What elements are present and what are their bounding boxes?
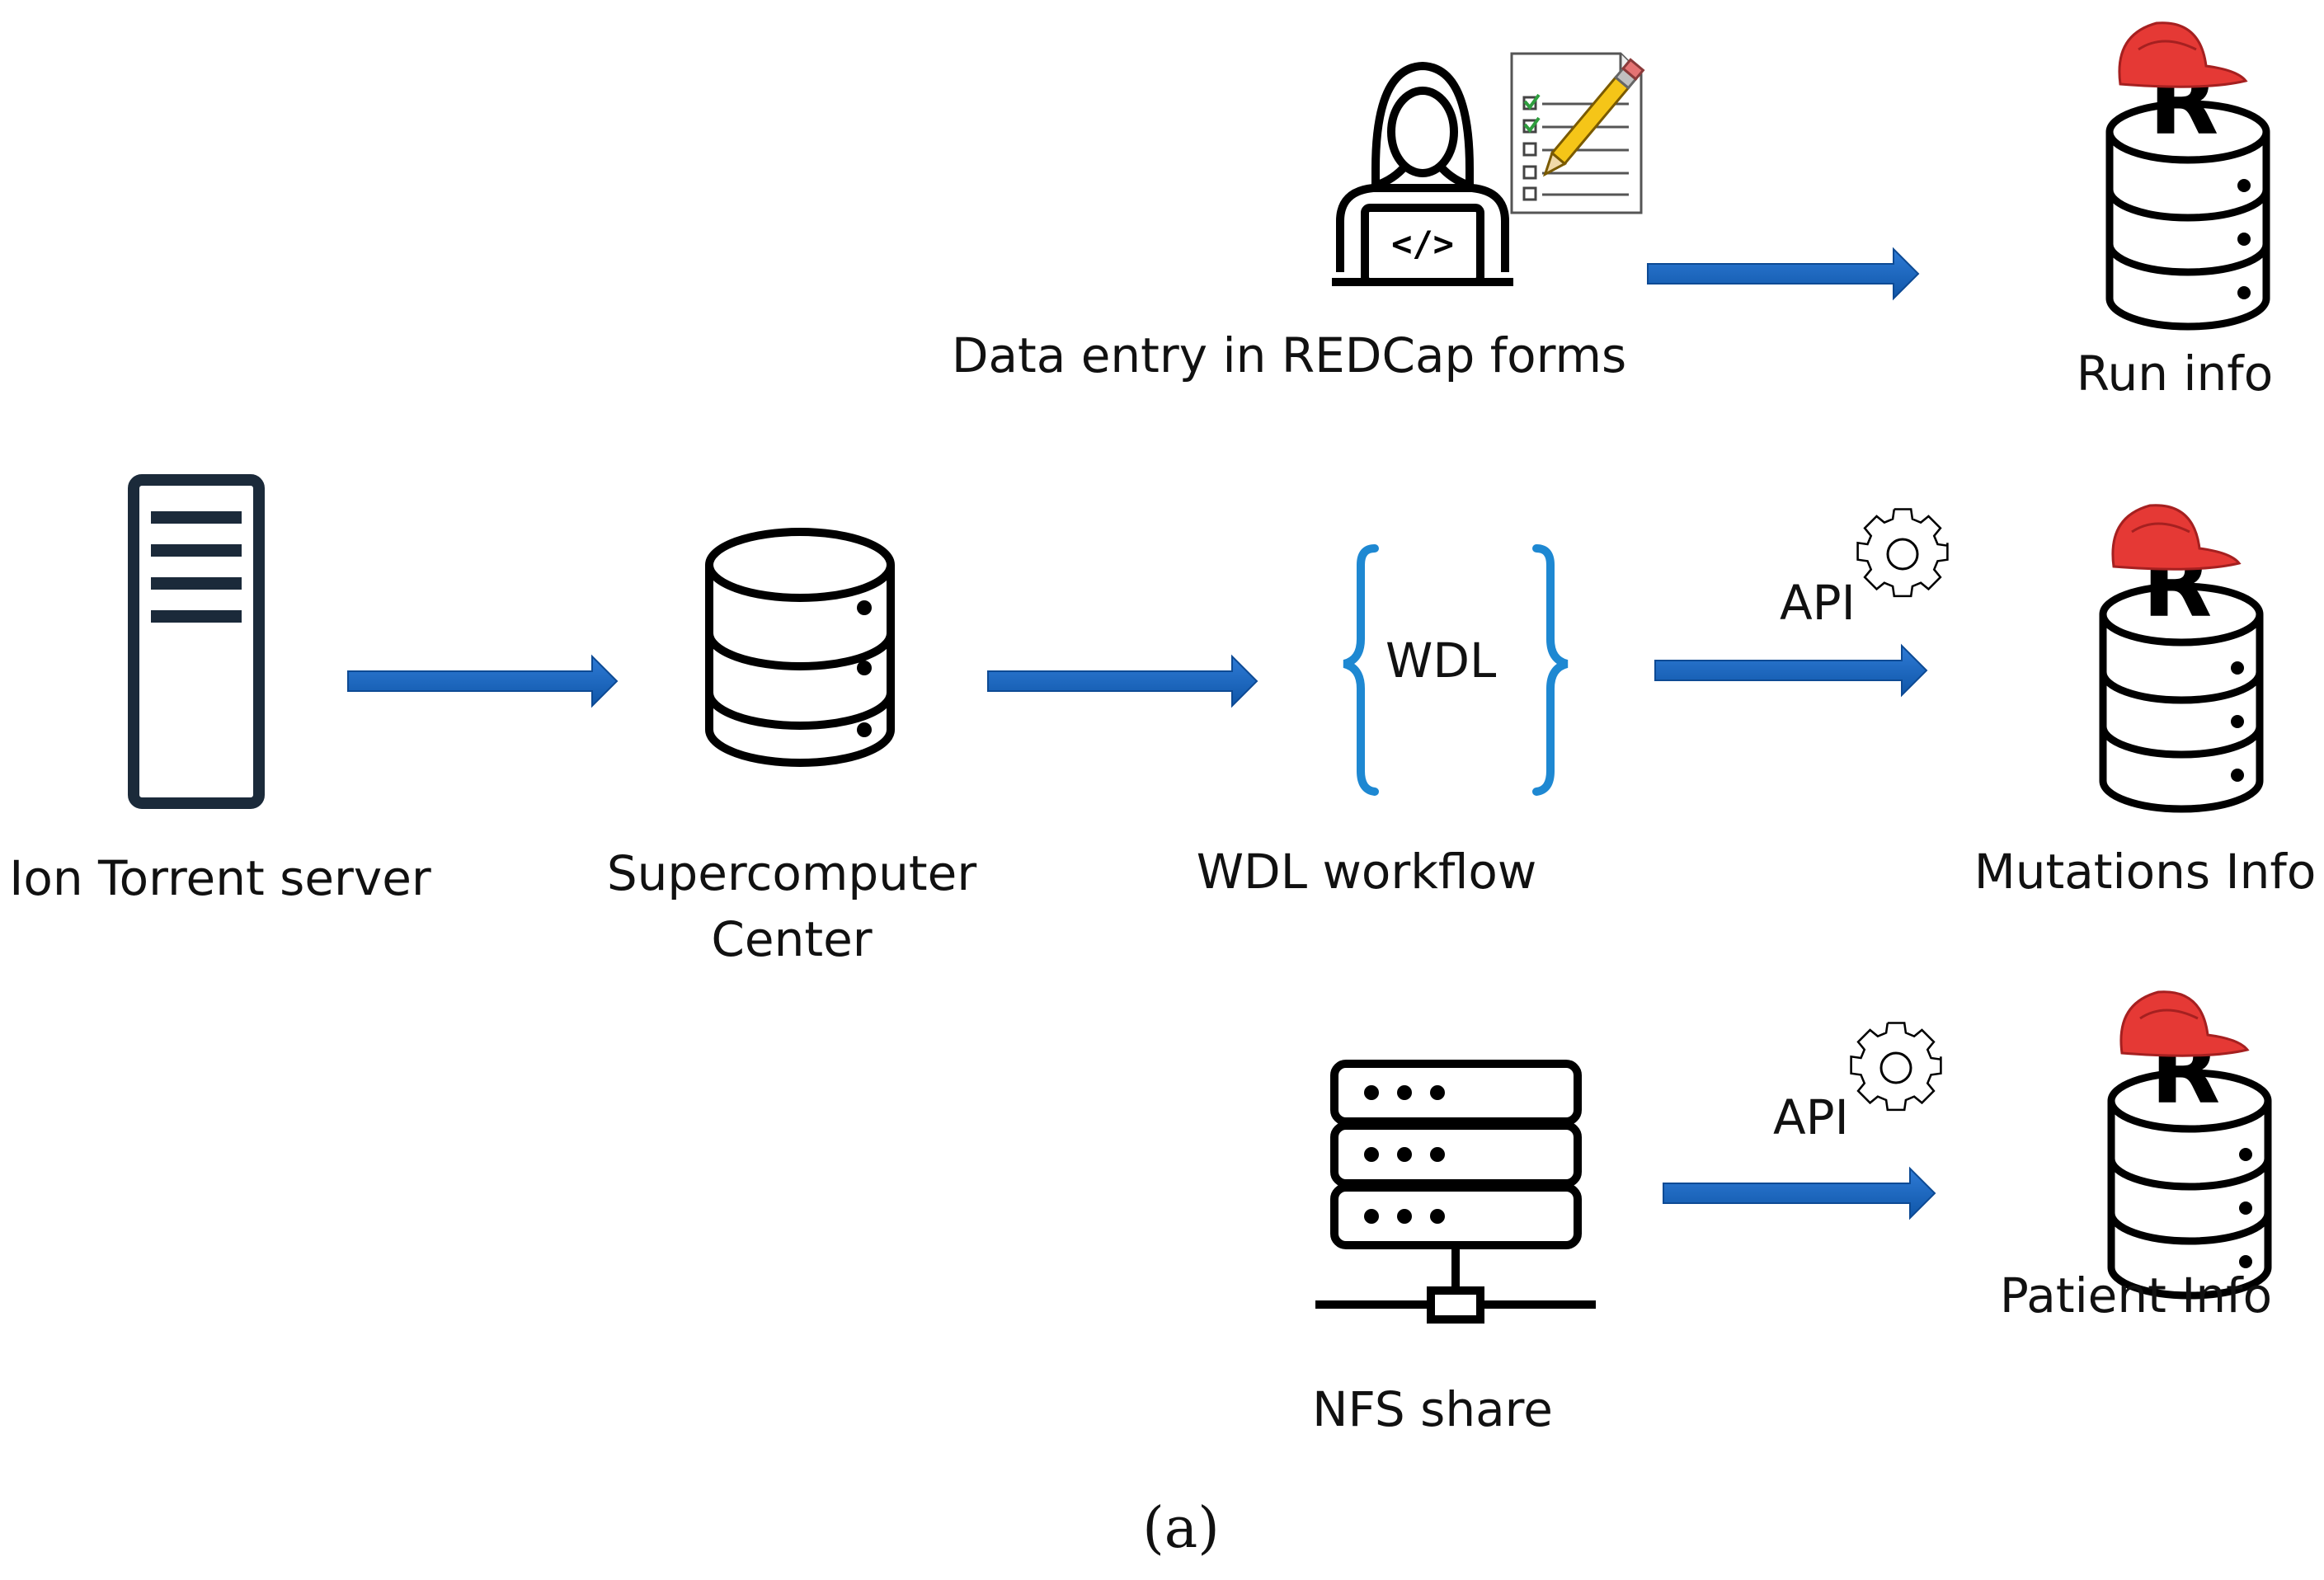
ion-torrent-server-icon (128, 474, 265, 809)
arrow-super-to-wdl (987, 654, 1258, 708)
patient-info-database-icon: R (2107, 990, 2272, 1300)
supercomputer-database-icon (705, 528, 895, 767)
supercomputer-label-line1: Supercomputer (606, 845, 977, 901)
gear-icon (1850, 1022, 1942, 1112)
arrow-nfs-to-patient (1663, 1166, 1936, 1220)
arrow-redcap-to-runinfo (1647, 247, 1920, 301)
run-info-label: Run info (2076, 346, 2274, 402)
mutations-info-database-icon: R (2099, 504, 2264, 813)
arrow-wdl-to-mutations (1654, 643, 1928, 698)
data-entry-label: Data entry in REDCap forms (951, 327, 1627, 383)
wdl-braces-icon (1343, 544, 1569, 796)
person-laptop-icon: </> (1332, 62, 1513, 286)
gear-icon (1856, 508, 1949, 598)
svg-text:</>: </> (1391, 223, 1454, 264)
checklist-pencil-icon (1510, 52, 1645, 214)
api-mutations-label: API (1780, 575, 1856, 631)
mutations-info-label: Mutations Info (1974, 844, 2317, 900)
nfs-share-server-icon (1315, 1060, 1596, 1324)
api-patient-label: API (1773, 1089, 1849, 1145)
run-info-database-icon: R (2105, 21, 2270, 331)
wdl-workflow-label: WDL workflow (1196, 844, 1537, 900)
supercomputer-label-line2: Center (711, 911, 873, 967)
patient-info-label: Patient Info (1999, 1267, 2273, 1324)
arrow-ion-to-super (347, 654, 619, 708)
wdl-brace-text: WDL (1385, 632, 1497, 689)
nfs-share-label: NFS share (1312, 1381, 1553, 1437)
ion-torrent-label: Ion Torrent server (9, 850, 431, 906)
figure-caption: (a) (1142, 1496, 1220, 1561)
